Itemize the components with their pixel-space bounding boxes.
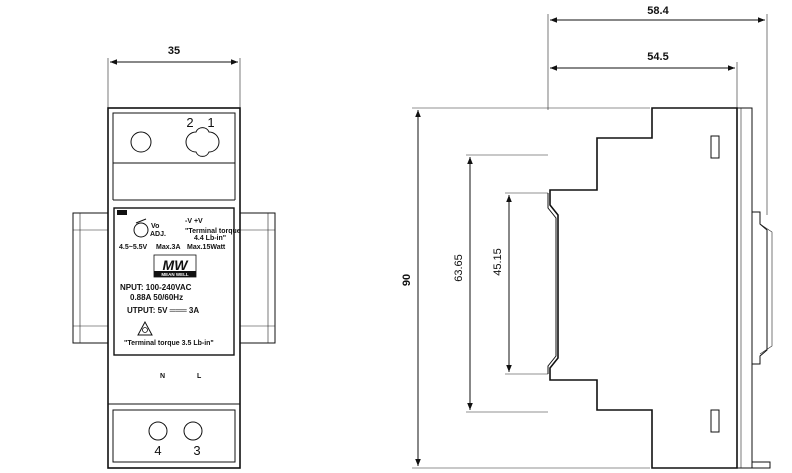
adj-range: 4.5~5.5V [119,244,148,251]
side-profile [549,107,738,469]
terminal-3-label: 3 [193,443,200,458]
terminal-screw-4 [148,421,168,441]
input-line2: 0.88A 50/60Hz [130,293,183,302]
terminal-4-label: 4 [154,443,161,458]
side-view: 58.4 54.5 90 63.65 45.15 [401,5,773,469]
inner-height-2-label: 45.15 [492,248,504,276]
mounting-hole [130,131,152,153]
enclosure [107,107,241,469]
inner-height-1-label: 63.65 [453,254,465,282]
vo-label: Vo [151,223,159,230]
output-line: UTPUT: 5V ═══ 3A [127,306,199,315]
front-view: 35 2 1 [72,45,276,469]
led-indicator [117,210,127,215]
depth-dimensions: 58.4 54.5 [547,5,768,215]
brand-name: MEAN WELL [161,272,188,277]
back-plate [736,107,753,469]
inner-dimension-1: 63.65 [453,154,548,413]
din-rail-clip [752,211,768,365]
width-dim-label: 35 [168,45,180,57]
height-dim-label: 90 [401,274,413,286]
depth-overall-label: 58.4 [647,5,669,17]
width-dimension: 35 [107,45,241,108]
max-current: Max.3A [156,244,181,251]
input-n-label: N [160,373,165,380]
inner-dimension-2: 45.15 [492,192,548,375]
bottom-terminals: 4 3 [148,421,203,458]
terminal-2-label: 2 [186,115,193,130]
input-l-label: L [197,373,202,380]
brand-logo: MW MEAN WELL [153,254,197,278]
height-dimension: 90 [401,107,650,469]
terminal-1-label: 1 [207,115,214,130]
top-terminals: 2 1 [130,115,220,157]
torque-bottom: "Terminal torque 3.5 Lb-in" [124,340,214,347]
adj-knob-icon [133,222,149,238]
certification-mark-icon [137,320,153,336]
vent-slot-bottom [710,409,720,433]
adj-label: ADJ. [150,231,166,238]
product-label: Vo ADJ. -V +V "Terminal torque 4.4 Lb-in… [113,207,241,356]
depth-body-label: 54.5 [647,51,668,63]
torque-top-line1: "Terminal torque [185,228,241,235]
vent-slot-top [710,135,720,159]
terminal-screws-top [185,127,220,157]
terminal-screw-3 [183,421,203,441]
max-power: Max.15Watt [187,244,226,251]
din-rail-clips [72,212,276,344]
input-line1: NPUT: 100-240VAC [120,283,192,292]
polarity-label: -V +V [185,218,203,225]
brand-logo-mark: MW [163,257,190,273]
torque-top-line2: 4.4 Lb-in" [194,235,226,242]
